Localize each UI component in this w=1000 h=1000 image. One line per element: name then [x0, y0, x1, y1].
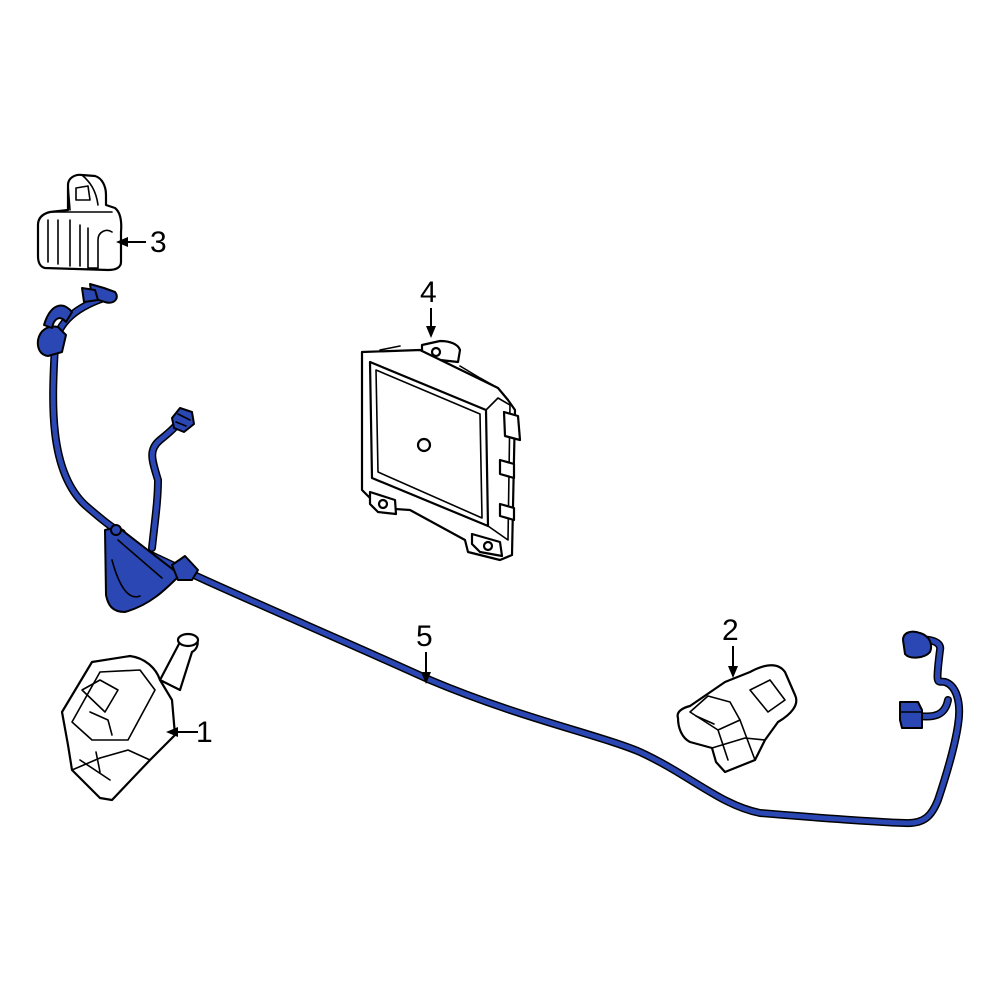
callout-4: 4 [420, 276, 437, 338]
harness-branch [149, 413, 186, 551]
part-2-sensor [676, 664, 798, 774]
callout-label-3: 3 [150, 226, 167, 259]
callout-2: 2 [722, 614, 739, 678]
part-4-control-module [360, 339, 522, 562]
harness-grommet [110, 524, 122, 536]
top-connector [36, 325, 67, 357]
callout-label-2: 2 [722, 614, 739, 647]
part-1-sensor [60, 632, 200, 802]
callout-1: 1 [166, 716, 213, 749]
harness-clip [171, 555, 199, 581]
right-bottom-connector [899, 701, 923, 729]
callout-3: 3 [116, 226, 167, 259]
callout-label-5: 5 [416, 620, 433, 653]
callout-label-4: 4 [420, 276, 437, 309]
callout-5: 5 [416, 620, 433, 684]
callout-label-1: 1 [196, 716, 213, 749]
part-3-sensor [36, 173, 123, 272]
harness-bracket [104, 526, 181, 613]
right-top-connector [902, 630, 933, 659]
